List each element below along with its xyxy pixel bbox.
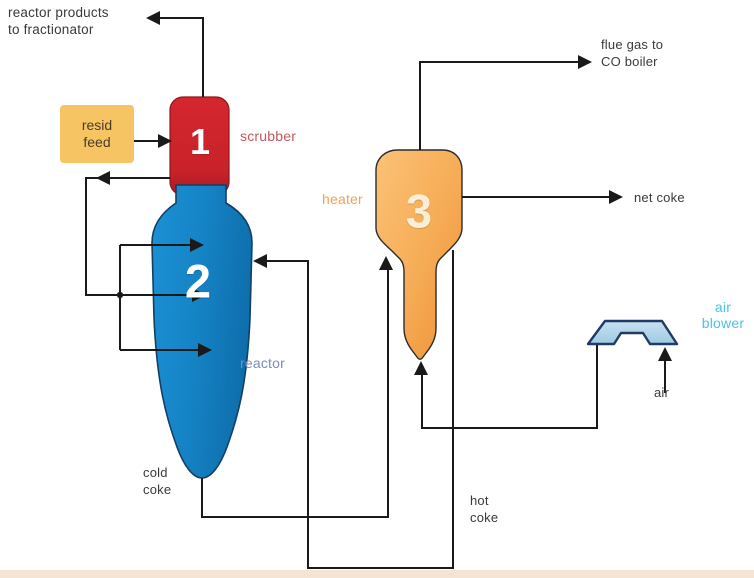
reactor-vessel (151, 184, 253, 479)
arrowheads (96, 11, 672, 375)
scrubber-number: 1 (189, 121, 211, 163)
reactor-products-label: reactor products to fractionator (8, 5, 109, 37)
arrow-cold-coke-in (379, 256, 393, 270)
arrow-air-to-heater (414, 361, 428, 375)
flue-gas-line (419, 61, 586, 150)
air-duct-line (421, 345, 598, 429)
arrow-recycle-mid (192, 288, 206, 302)
arrow-hot-coke-in (253, 254, 267, 268)
page-edge-band (0, 570, 754, 578)
arrow-recycle-bottom (198, 343, 212, 357)
hot-coke-label: hot coke (470, 493, 499, 525)
air-blower-label: air blower (701, 299, 745, 331)
arrow-flue-gas (578, 55, 592, 69)
scrubber-label: scrubber (240, 128, 297, 144)
heater-label: heater (322, 191, 363, 207)
resid-feed-label: resid feed (81, 117, 113, 150)
line-junction-dot (116, 291, 124, 299)
arrow-net-coke (609, 190, 623, 204)
resid-feed-box (60, 105, 134, 163)
air-label: air (654, 385, 670, 400)
heater-vessel (375, 149, 463, 360)
arrow-to-fractionator (146, 11, 160, 25)
arrow-recycle-top (190, 238, 204, 252)
air-blower-symbol (586, 319, 679, 346)
arrow-air-inlet (658, 347, 672, 361)
arrow-recycle-left (96, 171, 110, 185)
cold-coke-label: cold coke (143, 465, 172, 497)
cold-coke-line (201, 266, 389, 518)
hot-coke-line (258, 250, 454, 569)
net-coke-label: net coke (634, 190, 685, 205)
heater-number: 3 (405, 184, 433, 238)
overhead-line (152, 17, 204, 97)
flue-gas-label: flue gas to CO boiler (601, 37, 664, 69)
arrow-resid-feed (158, 134, 172, 148)
reactor-label: reactor (240, 355, 285, 371)
recycle-line (85, 177, 200, 296)
reactor-number: 2 (184, 254, 212, 308)
